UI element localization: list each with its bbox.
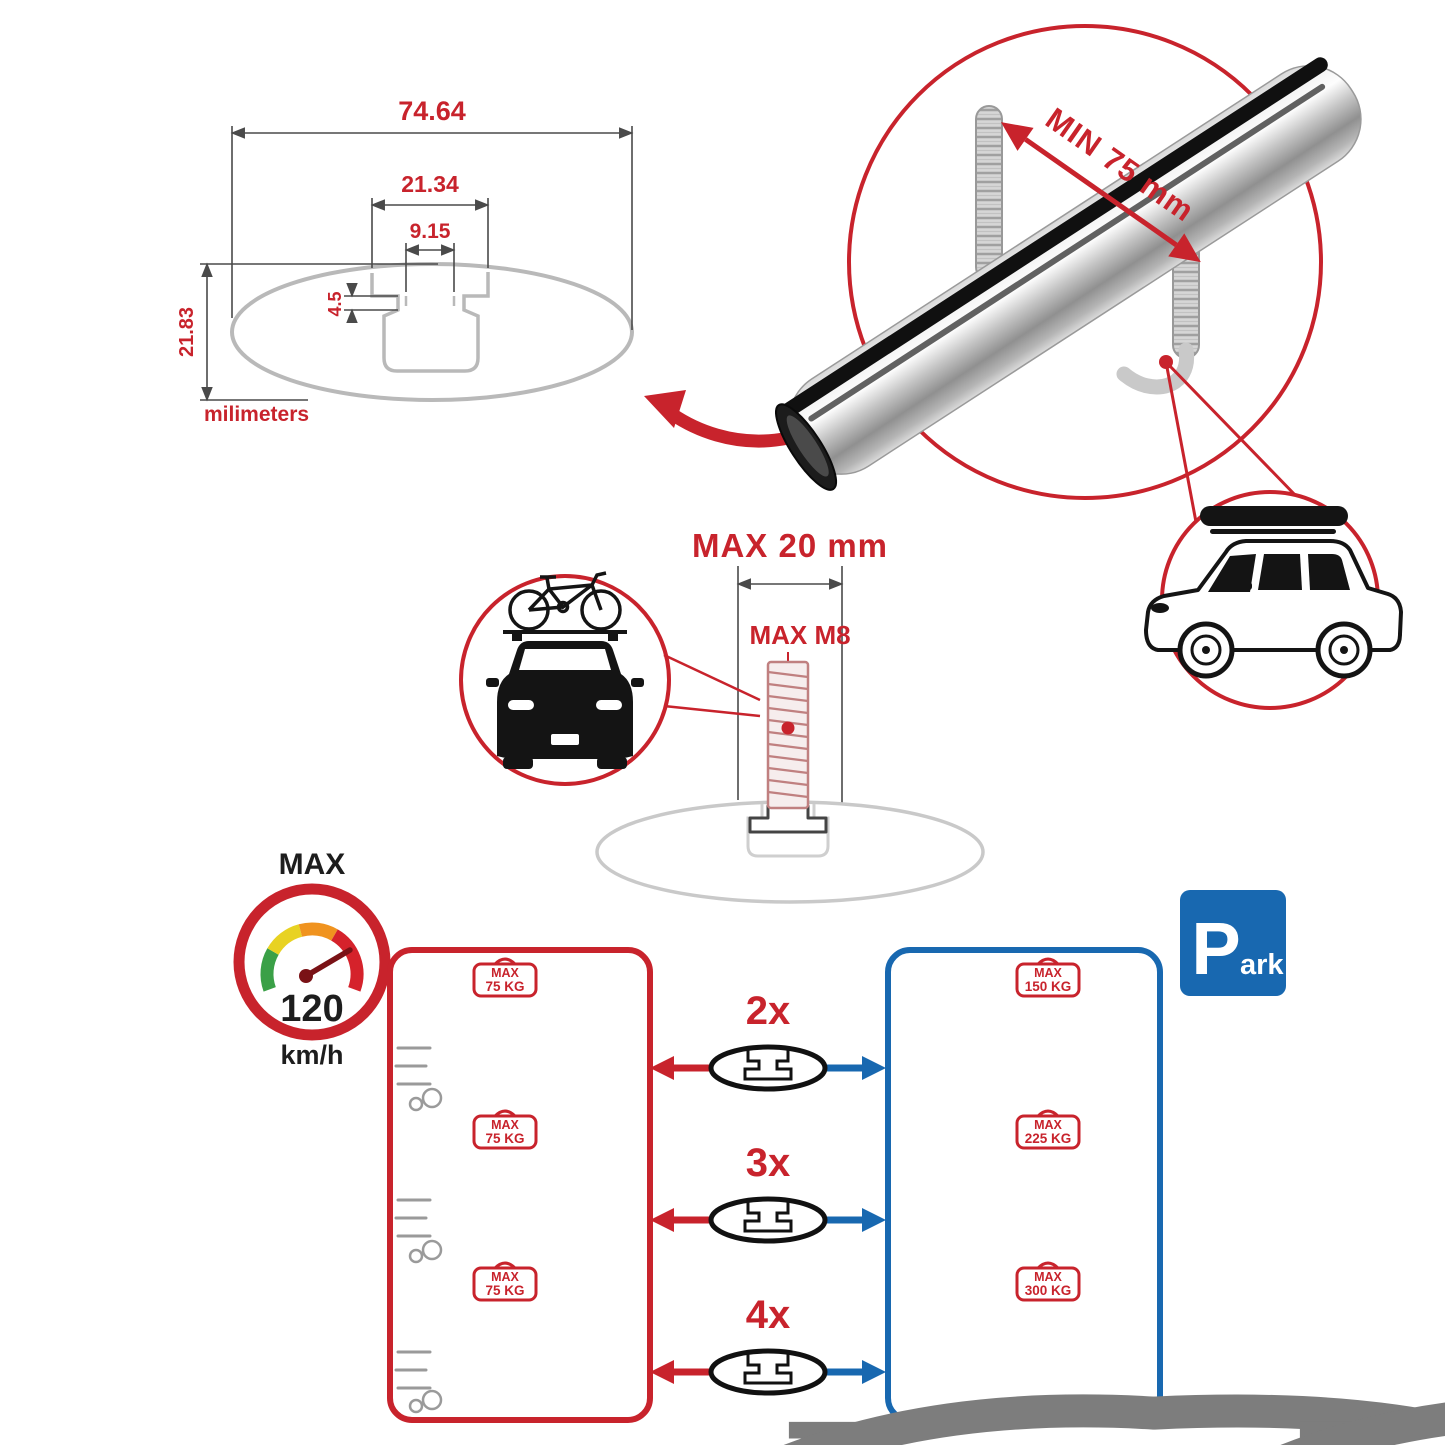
parked-car-row-2: MAX 225 KG (1015, 1109, 1081, 1150)
t-bolt-shaft (766, 660, 810, 810)
roof-box-rail (1210, 529, 1336, 534)
car-front-windshield (519, 649, 611, 670)
qty-row-1: 2x (746, 989, 791, 1033)
speed-value: 120 (280, 988, 343, 1030)
qty-row-3: 4x (746, 1293, 791, 1337)
aluminum-bar (775, 57, 1362, 491)
dim-lip-height: 4.5 (325, 291, 345, 316)
speedometer-gauge (260, 922, 364, 992)
roof-box (1200, 506, 1348, 526)
bolt-dim-lines (736, 566, 844, 848)
arrow-left-row-1 (650, 1056, 674, 1080)
bolt-spec: MAX 20 mm MAX M8 (595, 527, 985, 904)
speed-lines (394, 1198, 432, 1238)
suv-window-front (1258, 554, 1302, 590)
rubber-strip (781, 57, 1328, 418)
crossbar-icon-row-3 (708, 1348, 828, 1396)
svg-text:MAX: MAX (491, 1270, 519, 1284)
suv-mirror (1240, 582, 1252, 590)
load-tag: MAX 225 KG (1015, 1109, 1081, 1150)
svg-text:75 KG: 75 KG (485, 1283, 524, 1298)
dim-height-total: 21.83 (176, 307, 198, 357)
parked-panel (885, 947, 1163, 1423)
load-tag: MAX 300 KG (1015, 1261, 1081, 1302)
units-label: milimeters (204, 403, 309, 426)
cross-section-diagram: 74.64 21.34 9.15 4.5 21.83 milimeters (176, 96, 634, 426)
bolt-max-thread-label: MAX M8 (749, 620, 850, 650)
driving-car-row-2: MAX 75 KG (394, 1109, 538, 1264)
suv-headlight (1151, 603, 1169, 613)
driving-cars: MAX 75 KG MAX 75 KG (394, 957, 1445, 1445)
bar-profile-channel (370, 272, 490, 373)
arrow-right-row-3 (862, 1360, 886, 1384)
svg-text:225 KG: 225 KG (1025, 1131, 1072, 1146)
suv-window-rear (1308, 554, 1350, 590)
parked-car-row-1: MAX 150 KG (1004, 957, 1445, 1445)
car-front-headlight-left (508, 700, 534, 710)
arrow-right-row-2 (862, 1208, 886, 1232)
bar-profile-outline (230, 262, 634, 402)
car-front-plate (551, 734, 579, 745)
bike-car-circle (459, 571, 761, 786)
speedometer-needle (303, 947, 353, 979)
parking-sign: P ark (1180, 890, 1286, 996)
load-tag: MAX 75 KG (472, 957, 538, 998)
svg-text:75 KG: 75 KG (485, 1131, 524, 1146)
speed-units: km/h (280, 1040, 343, 1070)
speed-max-label: MAX (279, 848, 346, 881)
qty-row-2: 3x (746, 1141, 791, 1185)
speed-lines (394, 1350, 432, 1390)
driving-car-row-1: MAX 75 KG (394, 957, 1445, 1445)
clamp-strap (1116, 342, 1195, 395)
crossbar-icon-row-2 (708, 1196, 828, 1244)
dim-slot-outer: 21.34 (401, 171, 459, 197)
bolt-callout-dot (781, 721, 795, 735)
dim-width-total: 74.64 (398, 96, 466, 126)
parking-sign-suffix: ark (1240, 949, 1284, 981)
driving-panel (387, 947, 653, 1423)
speed-badge: MAX 120 km/h (233, 848, 391, 1070)
car-front-headlight-right (596, 700, 622, 710)
svg-text:MAX: MAX (1034, 966, 1062, 980)
bicycle-icon (508, 571, 622, 631)
parked-cars: MAX 150 KG MAX 225 KG MAX 300 KG (1004, 957, 1445, 1445)
pointer-arrowhead (644, 390, 686, 428)
svg-text:300 KG: 300 KG (1025, 1283, 1072, 1298)
load-tag: MAX 75 KG (472, 1261, 538, 1302)
clamp-rod-left (975, 105, 1003, 281)
svg-text:150 KG: 150 KG (1025, 979, 1072, 994)
driving-car-row-3: MAX 75 KG (394, 1261, 538, 1414)
dim-slot-inner: 9.15 (410, 220, 451, 243)
speedometer-ring (233, 883, 391, 1041)
t-bolt-head (748, 804, 828, 834)
car-front-silhouette (486, 641, 644, 769)
load-tag: MAX 150 KG (1015, 957, 1081, 998)
bar-closeup: MIN 75 mm (775, 24, 1362, 523)
svg-text:MAX: MAX (491, 1118, 519, 1132)
parked-car-row-3: MAX 300 KG (1015, 1261, 1081, 1302)
suv-roofbox-circle (1144, 490, 1403, 710)
arrow-left-row-2 (650, 1208, 674, 1232)
arrow-right-row-1 (862, 1056, 886, 1080)
arrow-left-row-3 (650, 1360, 674, 1384)
crossbar-qty-rows: 2x 3x 4x (650, 989, 886, 1396)
ghost-channel (746, 804, 830, 858)
crossbar-icon-row-1 (708, 1044, 828, 1092)
svg-text:MAX: MAX (1034, 1270, 1062, 1284)
svg-text:MAX: MAX (1034, 1118, 1062, 1132)
svg-text:75 KG: 75 KG (485, 979, 524, 994)
load-tag: MAX 75 KG (472, 1109, 538, 1150)
speed-lines (394, 1046, 432, 1086)
svg-text:MAX: MAX (491, 966, 519, 980)
bolt-max-length-label: MAX 20 mm (692, 527, 888, 564)
dimension-lines (200, 126, 634, 402)
parking-sign-letter: P (1191, 907, 1240, 990)
